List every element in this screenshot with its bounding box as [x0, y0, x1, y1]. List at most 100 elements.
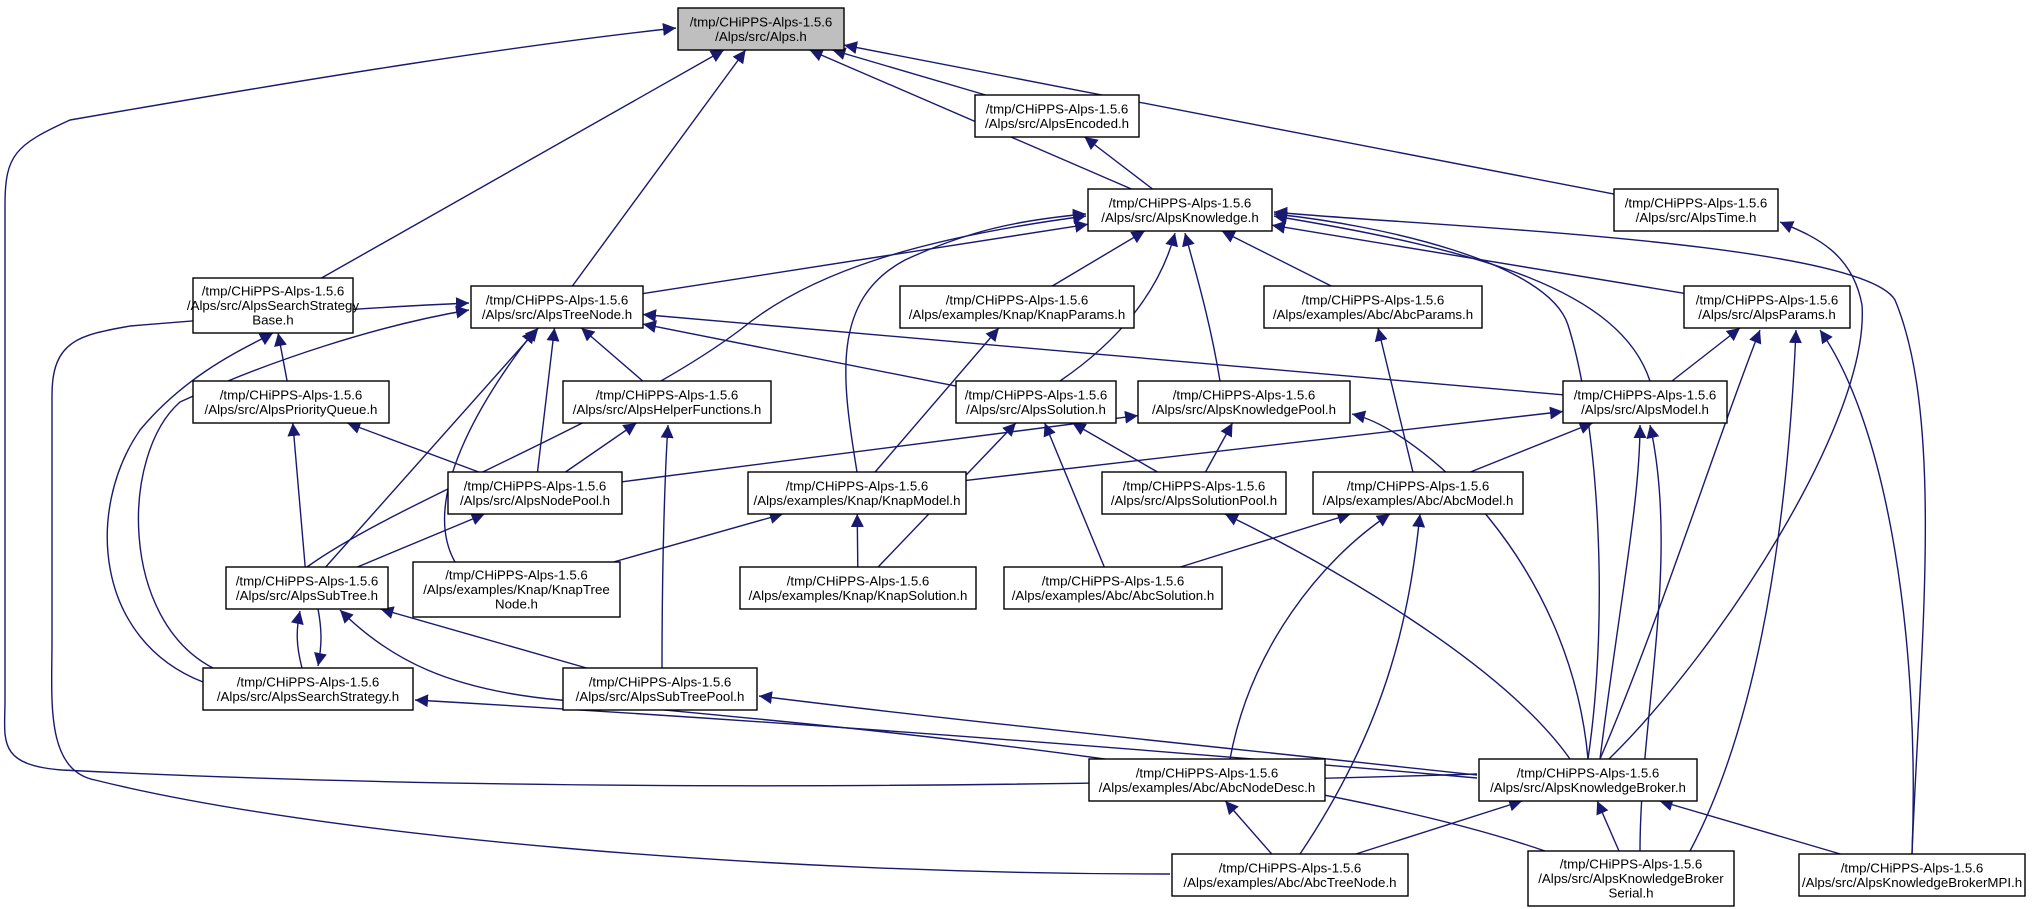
node-nodepool[interactable]: /tmp/CHiPPS-Alps-1.5.6/Alps/src/AlpsNode…	[447, 471, 623, 515]
node-label-line: /tmp/CHiPPS-Alps-1.5.6	[1517, 765, 1660, 780]
node-box	[1003, 566, 1223, 610]
node-subtree[interactable]: /tmp/CHiPPS-Alps-1.5.6/Alps/src/AlpsSubT…	[225, 566, 389, 610]
node-treenode[interactable]: /tmp/CHiPPS-Alps-1.5.6/Alps/src/AlpsTree…	[470, 285, 644, 329]
node-solution[interactable]: /tmp/CHiPPS-Alps-1.5.6/Alps/src/AlpsSolu…	[955, 380, 1117, 424]
node-knaptreenode[interactable]: /tmp/CHiPPS-Alps-1.5.6/Alps/examples/Kna…	[412, 561, 621, 618]
edge-line	[1689, 329, 1802, 852]
edge-searchstrategy-to-subtree	[290, 610, 304, 669]
node-label-line: /Alps/src/AlpsSubTreePool.h	[576, 689, 745, 704]
edge-knowledgebroker-to-knowledgepool	[1351, 410, 1589, 760]
edge-knowledgebroker-to-params	[1599, 329, 1762, 760]
node-knowledge[interactable]: /tmp/CHiPPS-Alps-1.5.6/Alps/src/AlpsKnow…	[1087, 188, 1273, 232]
node-helperfunctions[interactable]: /tmp/CHiPPS-Alps-1.5.6/Alps/src/AlpsHelp…	[562, 380, 772, 424]
node-encoded[interactable]: /tmp/CHiPPS-Alps-1.5.6/Alps/src/AlpsEnco…	[974, 94, 1140, 138]
node-abcparams[interactable]: /tmp/CHiPPS-Alps-1.5.6/Alps/examples/Abc…	[1263, 285, 1483, 329]
edge-knowledgebroker-to-alps	[3, 22, 1478, 787]
node-label-line: Base.h	[252, 313, 293, 328]
node-label-line: /Alps/examples/Abc/AbcNodeDesc.h	[1099, 780, 1316, 795]
edge-line	[1182, 232, 1221, 382]
edge-abcmodel-to-abcparams	[1374, 327, 1414, 473]
node-label-line: /Alps/src/AlpsSubTree.h	[236, 588, 378, 603]
edge-line	[1374, 327, 1414, 473]
edge-line	[3, 22, 1478, 787]
node-label-line: /Alps/src/AlpsTreeNode.h	[482, 307, 632, 322]
node-solutionpool[interactable]: /tmp/CHiPPS-Alps-1.5.6/Alps/src/AlpsSolu…	[1101, 471, 1287, 515]
edge-line	[660, 424, 674, 669]
edge-line	[1599, 329, 1762, 760]
edge-nodepool-to-helperfunctions	[565, 422, 637, 473]
edge-model-to-treenode	[642, 309, 1564, 396]
node-abcmodel[interactable]: /tmp/CHiPPS-Alps-1.5.6/Alps/examples/Abc…	[1312, 471, 1524, 515]
node-box	[1101, 471, 1287, 515]
node-knapparams[interactable]: /tmp/CHiPPS-Alps-1.5.6/Alps/examples/Kna…	[899, 285, 1135, 329]
edge-nodepool-to-priorityqueue	[347, 421, 479, 473]
edge-line	[1221, 230, 1332, 287]
node-box	[412, 561, 621, 618]
node-box	[739, 566, 977, 610]
node-knowledgepool[interactable]: /tmp/CHiPPS-Alps-1.5.6/Alps/src/AlpsKnow…	[1137, 380, 1351, 424]
node-model[interactable]: /tmp/CHiPPS-Alps-1.5.6/Alps/src/AlpsMode…	[1562, 380, 1728, 424]
node-box	[1798, 853, 2026, 897]
node-label-line: /tmp/CHiPPS-Alps-1.5.6	[202, 284, 345, 299]
node-searchstrategy[interactable]: /tmp/CHiPPS-Alps-1.5.6/Alps/src/AlpsSear…	[202, 667, 414, 711]
node-label-line: /Alps/src/AlpsKnowledgePool.h	[1152, 402, 1336, 417]
node-label-line: /tmp/CHiPPS-Alps-1.5.6	[786, 478, 929, 493]
edge-brokermpi-to-knowledge	[1273, 206, 1927, 855]
edge-knowledgepool-to-knowledge	[1182, 232, 1221, 382]
edge-line	[642, 309, 1564, 396]
node-label-line: /Alps/src/AlpsSolutionPool.h	[1111, 493, 1277, 508]
node-label-line: Node.h	[495, 597, 538, 612]
node-label-line: /tmp/CHiPPS-Alps-1.5.6	[596, 387, 739, 402]
node-label-line: /tmp/CHiPPS-Alps-1.5.6	[986, 101, 1129, 116]
edge-subtreepool-to-helperfunctions	[660, 424, 674, 669]
node-knapmodel[interactable]: /tmp/CHiPPS-Alps-1.5.6/Alps/examples/Kna…	[747, 471, 967, 515]
node-time[interactable]: /tmp/CHiPPS-Alps-1.5.6/Alps/src/AlpsTime…	[1613, 188, 1779, 232]
edges	[3, 22, 1927, 875]
node-box	[192, 380, 390, 424]
node-abcsolution[interactable]: /tmp/CHiPPS-Alps-1.5.6/Alps/examples/Abc…	[1003, 566, 1223, 610]
node-abctreenode[interactable]: /tmp/CHiPPS-Alps-1.5.6/Alps/examples/Abc…	[1171, 853, 1409, 897]
edge-solutionpool-to-solution	[1072, 422, 1158, 473]
edge-knaptreenode-to-treenode	[444, 329, 536, 563]
node-label-line: /Alps/src/AlpsSearchStrategy	[187, 298, 360, 313]
edge-abcmodel-to-model	[1470, 421, 1593, 473]
edge-searchstrategy-to-searchstrategybase	[106, 332, 274, 683]
edge-line	[339, 609, 1546, 852]
node-abcnodedesc[interactable]: /tmp/CHiPPS-Alps-1.5.6/Alps/examples/Abc…	[1088, 758, 1326, 802]
node-label-line: /tmp/CHiPPS-Alps-1.5.6	[486, 292, 629, 307]
node-box	[225, 566, 389, 610]
node-box	[202, 667, 414, 711]
edge-line	[1819, 329, 1914, 855]
node-box	[1562, 380, 1728, 424]
node-subtreepool[interactable]: /tmp/CHiPPS-Alps-1.5.6/Alps/src/AlpsSubT…	[562, 667, 758, 711]
edge-line	[1659, 798, 1841, 855]
node-box	[1137, 380, 1351, 424]
edge-line	[613, 511, 784, 563]
edge-line	[1051, 230, 1146, 287]
node-label-line: /tmp/CHiPPS-Alps-1.5.6	[690, 14, 833, 29]
edge-line	[1273, 208, 1600, 760]
edge-knowledgebroker-to-knowledge	[1273, 208, 1600, 760]
edge-line	[444, 329, 536, 563]
node-searchstrategybase[interactable]: /tmp/CHiPPS-Alps-1.5.6/Alps/src/AlpsSear…	[187, 277, 360, 334]
node-box	[447, 471, 623, 515]
node-brokermpi[interactable]: /tmp/CHiPPS-Alps-1.5.6/Alps/src/AlpsKnow…	[1798, 853, 2026, 897]
edge-line	[1072, 422, 1158, 473]
node-label-line: /Alps/src/AlpsKnowledgeBrokerMPI.h	[1802, 875, 2022, 890]
node-label-line: /Alps/src/AlpsSearchStrategy.h	[217, 689, 399, 704]
node-brokerserial[interactable]: /tmp/CHiPPS-Alps-1.5.6/Alps/src/AlpsKnow…	[1527, 850, 1735, 907]
edge-abctreenode-to-abcnodedesc	[1224, 800, 1273, 855]
edge-line	[809, 49, 1132, 190]
node-params[interactable]: /tmp/CHiPPS-Alps-1.5.6/Alps/src/AlpsPara…	[1683, 285, 1851, 329]
node-label-line: /Alps/src/AlpsKnowledgeBroker.h	[1490, 780, 1686, 795]
edge-treenode-to-knowledge	[642, 219, 1089, 295]
node-priorityqueue[interactable]: /tmp/CHiPPS-Alps-1.5.6/Alps/src/AlpsPrio…	[192, 380, 390, 424]
node-label-line: /tmp/CHiPPS-Alps-1.5.6	[965, 387, 1108, 402]
edge-knowledgebroker-to-time	[1608, 221, 1863, 760]
node-knapsolution[interactable]: /tmp/CHiPPS-Alps-1.5.6/Alps/examples/Kna…	[739, 566, 977, 610]
node-label-line: /tmp/CHiPPS-Alps-1.5.6	[946, 292, 1089, 307]
edge-line	[1224, 800, 1273, 855]
node-knowledgebroker[interactable]: /tmp/CHiPPS-Alps-1.5.6/Alps/src/AlpsKnow…	[1478, 758, 1698, 802]
node-box	[1527, 850, 1735, 907]
node-label-line: /tmp/CHiPPS-Alps-1.5.6	[1302, 292, 1445, 307]
